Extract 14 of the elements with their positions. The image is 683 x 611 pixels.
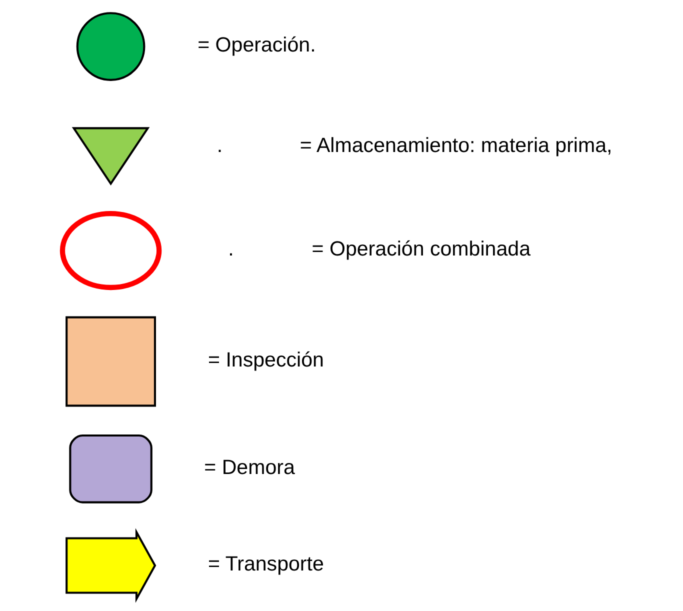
node-triangle — [72, 126, 150, 186]
node-box — [66, 316, 156, 406]
legend-label: = Demora — [204, 456, 295, 479]
label: . — [228, 237, 234, 260]
legend-label: = Operación. — [198, 33, 316, 56]
node-circle — [76, 12, 146, 80]
node-ellipse — [60, 210, 162, 290]
node-arrow — [66, 528, 156, 602]
legend-label: = Operación combinada — [312, 237, 531, 260]
node-delay — [69, 434, 152, 503]
legend-label: = Almacenamiento: materia prima, — [300, 133, 612, 156]
label: . — [216, 133, 223, 156]
legend-label: = Inspección — [208, 348, 324, 372]
legend-label: = Transporte — [208, 552, 324, 576]
